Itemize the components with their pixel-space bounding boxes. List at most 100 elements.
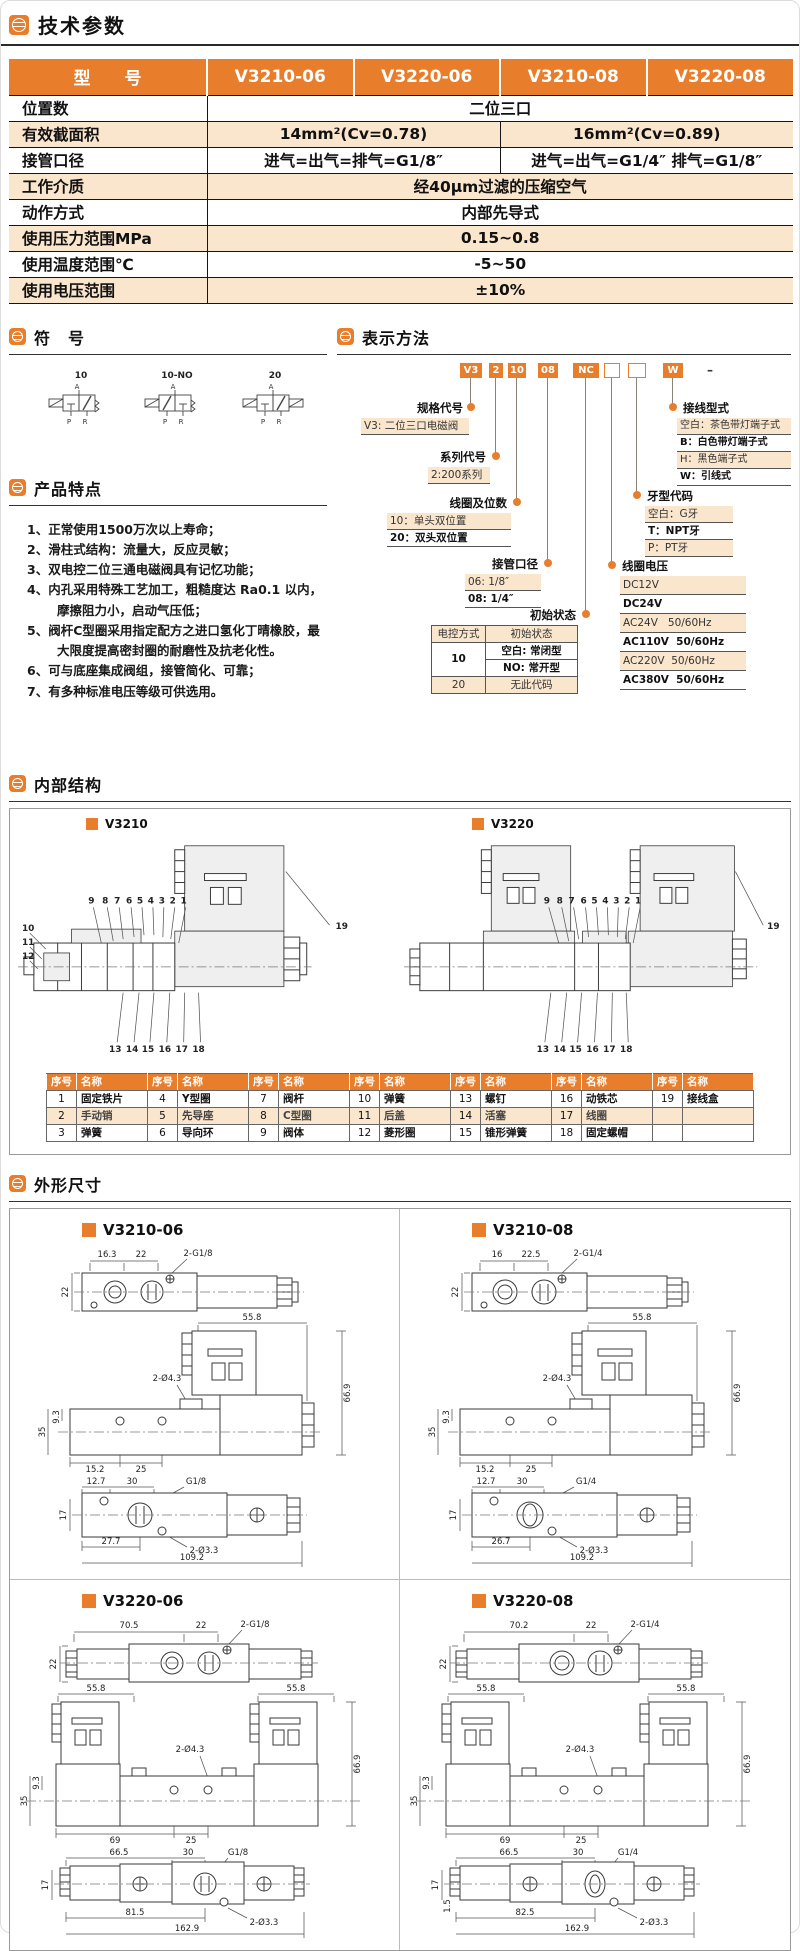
dim-label: 22.5: [522, 1250, 541, 1260]
table-cell: 后盖: [379, 1106, 451, 1125]
callout-number: 1: [635, 896, 641, 906]
header-cell: 序号: [147, 1072, 178, 1091]
row-value: 进气=出气=G1/4″ 排气=G1/8″: [499, 146, 793, 173]
section-flower-icon: [9, 479, 26, 496]
page-header: 技术参数: [1, 1, 799, 46]
header-cell: 序号: [46, 1072, 77, 1091]
table-cell: 1: [46, 1089, 77, 1108]
code-box: V3: [460, 362, 482, 378]
dim-label: 66.9: [353, 1754, 363, 1773]
dim-label: 22: [136, 1250, 147, 1260]
spec-col-4: V3220-08: [645, 59, 793, 95]
panel-label-text: V3210-08: [493, 1220, 574, 1239]
row-value: 进气=出气=排气=G1/8″: [207, 146, 500, 173]
table-cell: 线圈: [581, 1106, 653, 1125]
orange-square-icon: [472, 1593, 486, 1608]
table-cell: 4: [147, 1089, 178, 1108]
dim-label: 16.3: [98, 1250, 117, 1260]
diagram-label-text: V3210: [105, 816, 148, 831]
table-cell: 阀杆: [278, 1089, 350, 1108]
dim-label: 22: [439, 1658, 449, 1669]
port-r-label: R: [179, 418, 184, 426]
dim-label: 30: [573, 1848, 584, 1858]
dim-label: 22: [61, 1286, 71, 1297]
port-r-label: R: [83, 418, 88, 426]
symbol-label: 10: [75, 371, 88, 381]
option-row: DC12V: [620, 575, 746, 595]
table-cell: [652, 1106, 683, 1125]
group-wiring-label: 接线型式: [683, 400, 729, 415]
row-label: 使用电压范围: [9, 276, 208, 304]
table-cell: 18: [551, 1123, 582, 1142]
table-cell: 电控方式: [431, 624, 486, 643]
table-cell: 导向环: [177, 1123, 249, 1142]
outline-drawing: 16 22.5 2-G1/4 22 55.8 2-Ø4.3 9.3 35 15.…: [428, 1249, 743, 1567]
valve-symbol-20: 20 A P R: [242, 371, 304, 426]
dim-label: G1/8: [186, 1477, 206, 1487]
table-cell: 8: [248, 1106, 279, 1125]
dim-label: 35: [38, 1426, 48, 1437]
list-item: 3、双电控二位三通电磁阀具有记忆功能；: [27, 562, 261, 577]
row-value: 16mm²(Cv=0.89): [499, 120, 793, 147]
table-cell: 17: [551, 1106, 582, 1125]
dim-label: 15.2: [86, 1465, 105, 1475]
dim-label: 15.2: [476, 1465, 495, 1475]
group-voltage-options: DC12V DC24V AC24V 50/60Hz AC110V 50/60Hz…: [620, 575, 746, 690]
callout-number: 11: [22, 938, 34, 948]
code-box: 2: [489, 362, 503, 378]
dim-label: 55.8: [87, 1684, 106, 1694]
table-cell: 7: [248, 1089, 279, 1108]
code-box: NC: [573, 362, 599, 378]
leader-line: [516, 377, 517, 502]
orange-square-icon: [472, 817, 484, 830]
table-cell: 动铁芯: [581, 1089, 653, 1108]
symbols-title: 符 号: [34, 328, 86, 348]
symbols-section-header: 符 号: [9, 322, 327, 355]
spec-col-3: V3210-08: [499, 59, 647, 95]
table-row: 有效截面积 14mm²(Cv=0.78) 16mm²(Cv=0.89): [9, 120, 793, 147]
option-row: 20：双头双位置: [387, 530, 511, 547]
leader-line: [672, 377, 673, 407]
table-cell: 2: [46, 1106, 77, 1125]
table-cell: 11: [349, 1106, 380, 1125]
table-cell: [682, 1106, 754, 1125]
dim-label: 55.8: [287, 1684, 306, 1694]
list-item: 1、正常使用1500万次以上寿命；: [27, 521, 221, 537]
table-cell: 10: [431, 641, 486, 677]
table-cell: 弹簧: [379, 1089, 451, 1108]
outline-drawing: 70.2 22 2-G1/4 22 55.8 55.8 2-Ø4.3 9.3 3…: [410, 1620, 753, 1938]
dim-label: 30: [127, 1477, 138, 1487]
dim-label: 2-Ø3.3: [190, 1545, 219, 1556]
table-cell: [652, 1123, 683, 1142]
row-value: 14mm²(Cv=0.78): [207, 120, 500, 147]
option-row: 空白：G牙: [645, 505, 733, 523]
ordering-section-header: 表示方法: [337, 322, 791, 355]
dim-label: 109.2: [180, 1553, 204, 1563]
row-label: 使用压力范围MPa: [9, 224, 208, 251]
section-flower-icon: [9, 1175, 26, 1192]
table-cell: 接线盒: [682, 1089, 754, 1108]
dim-label: 12.7: [87, 1477, 106, 1487]
features-title: 产品特点: [34, 479, 103, 499]
callout-number: 9: [88, 896, 94, 906]
dim-label: 22: [49, 1658, 59, 1669]
dimensions-box: V3210-06 16.3 22 2-G1/8 22 55.8 2-Ø4.3 9…: [9, 1207, 791, 1951]
callout-number: 16: [586, 1045, 598, 1055]
bullet-dot: [467, 402, 475, 411]
dim-label: 162.9: [175, 1924, 199, 1934]
port-a-label: A: [269, 383, 274, 391]
header-cell: 名称: [177, 1072, 249, 1091]
bullet-dot: [633, 490, 641, 499]
dim-label: 2-Ø3.3: [640, 1917, 669, 1928]
header-cell: 序号: [652, 1072, 683, 1091]
group-coil-label: 线圈及位数: [449, 495, 508, 510]
outline-drawing: 70.5 22 2-G1/8 22 55.8 55.8 2-Ø4.3 9.3 3…: [20, 1620, 363, 1938]
section-flower-icon: [9, 775, 26, 792]
table-cell: 6: [147, 1123, 178, 1142]
bullet-dot: [513, 497, 521, 506]
callout-number: 3: [613, 896, 619, 906]
